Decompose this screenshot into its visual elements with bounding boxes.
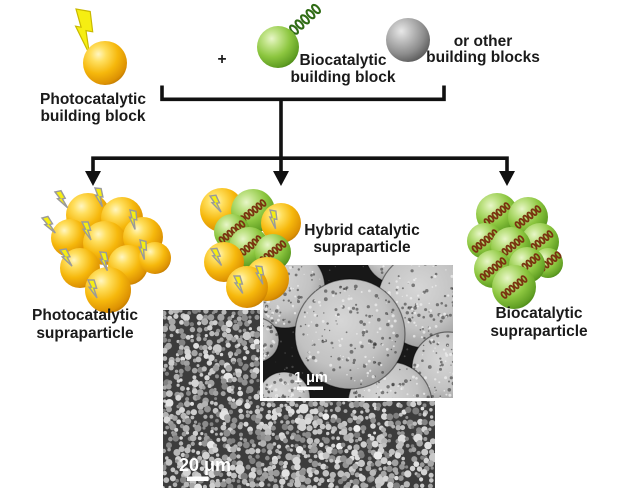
bracket-line bbox=[160, 85, 446, 102]
biocatalytic-supraparticle-label-line1: Biocatalytic bbox=[495, 305, 582, 322]
other-blocks-label-line1: or other bbox=[454, 33, 513, 50]
other-blocks-label-line2: building blocks bbox=[426, 49, 540, 66]
biocatalytic-supraparticle-label-line2: supraparticle bbox=[490, 323, 588, 340]
arrowhead-right-icon bbox=[499, 171, 515, 186]
enzyme-coil-icon bbox=[500, 275, 528, 299]
biocatalytic-block-label-line1: Biocatalytic bbox=[299, 52, 386, 69]
sem-overview-scale-bar bbox=[187, 476, 208, 481]
arrowhead-center-icon bbox=[273, 171, 289, 186]
sem-inset-texture bbox=[263, 265, 453, 398]
lightning-bolt-icon bbox=[54, 189, 69, 211]
photocatalytic-sphere bbox=[85, 267, 131, 313]
photocatalytic-block-label-line1: Photocatalytic bbox=[40, 91, 146, 108]
photocatalytic-block-label-line2: building block bbox=[40, 108, 145, 125]
arrowhead-left-icon bbox=[85, 171, 101, 186]
other-building-block-sphere bbox=[386, 18, 430, 62]
photocatalytic-supraparticle-cluster bbox=[41, 187, 171, 313]
supraparticle-labels: Photocatalytic supraparticle Hybrid cata… bbox=[32, 222, 588, 342]
photocatalytic-supraparticle-label-line2: supraparticle bbox=[36, 325, 134, 342]
sem-overview-scale-label: 20 μm bbox=[179, 455, 231, 475]
hybrid-supraparticle-cluster bbox=[200, 188, 301, 308]
hybrid-supraparticle-label-line1: Hybrid catalytic bbox=[304, 222, 420, 239]
biocatalytic-supraparticle-cluster bbox=[467, 193, 563, 309]
sem-supraparticle bbox=[263, 318, 280, 362]
enzyme-coil-icon bbox=[479, 257, 507, 281]
enzyme-coil-icon bbox=[218, 220, 246, 244]
branch-arrows bbox=[85, 99, 515, 186]
biocatalytic-block-label-line2: building block bbox=[290, 69, 395, 86]
photocatalytic-supraparticle-label-line1: Photocatalytic bbox=[32, 307, 138, 324]
plus-sign: + bbox=[217, 51, 226, 68]
combination-bracket bbox=[160, 85, 446, 102]
building-block-labels: Photocatalytic building block Biocatalyt… bbox=[40, 33, 540, 125]
photocatalytic-building-block-sphere bbox=[83, 41, 127, 85]
sem-inset-scale-bar bbox=[297, 386, 323, 390]
branch-line bbox=[91, 156, 509, 173]
hybrid-supraparticle-label-line2: supraparticle bbox=[313, 239, 411, 256]
enzyme-coil-icon bbox=[514, 205, 542, 229]
biocatalytic-building-block-sphere bbox=[257, 26, 299, 68]
sem-inset-image: 1 μm bbox=[260, 262, 456, 401]
photocatalytic-sphere bbox=[51, 219, 89, 257]
sem-inset-scale-label: 1 μm bbox=[294, 370, 328, 386]
building-blocks-row: + bbox=[67, 3, 430, 85]
sem-supraparticle bbox=[263, 371, 311, 398]
sem-supraparticle bbox=[294, 278, 406, 390]
